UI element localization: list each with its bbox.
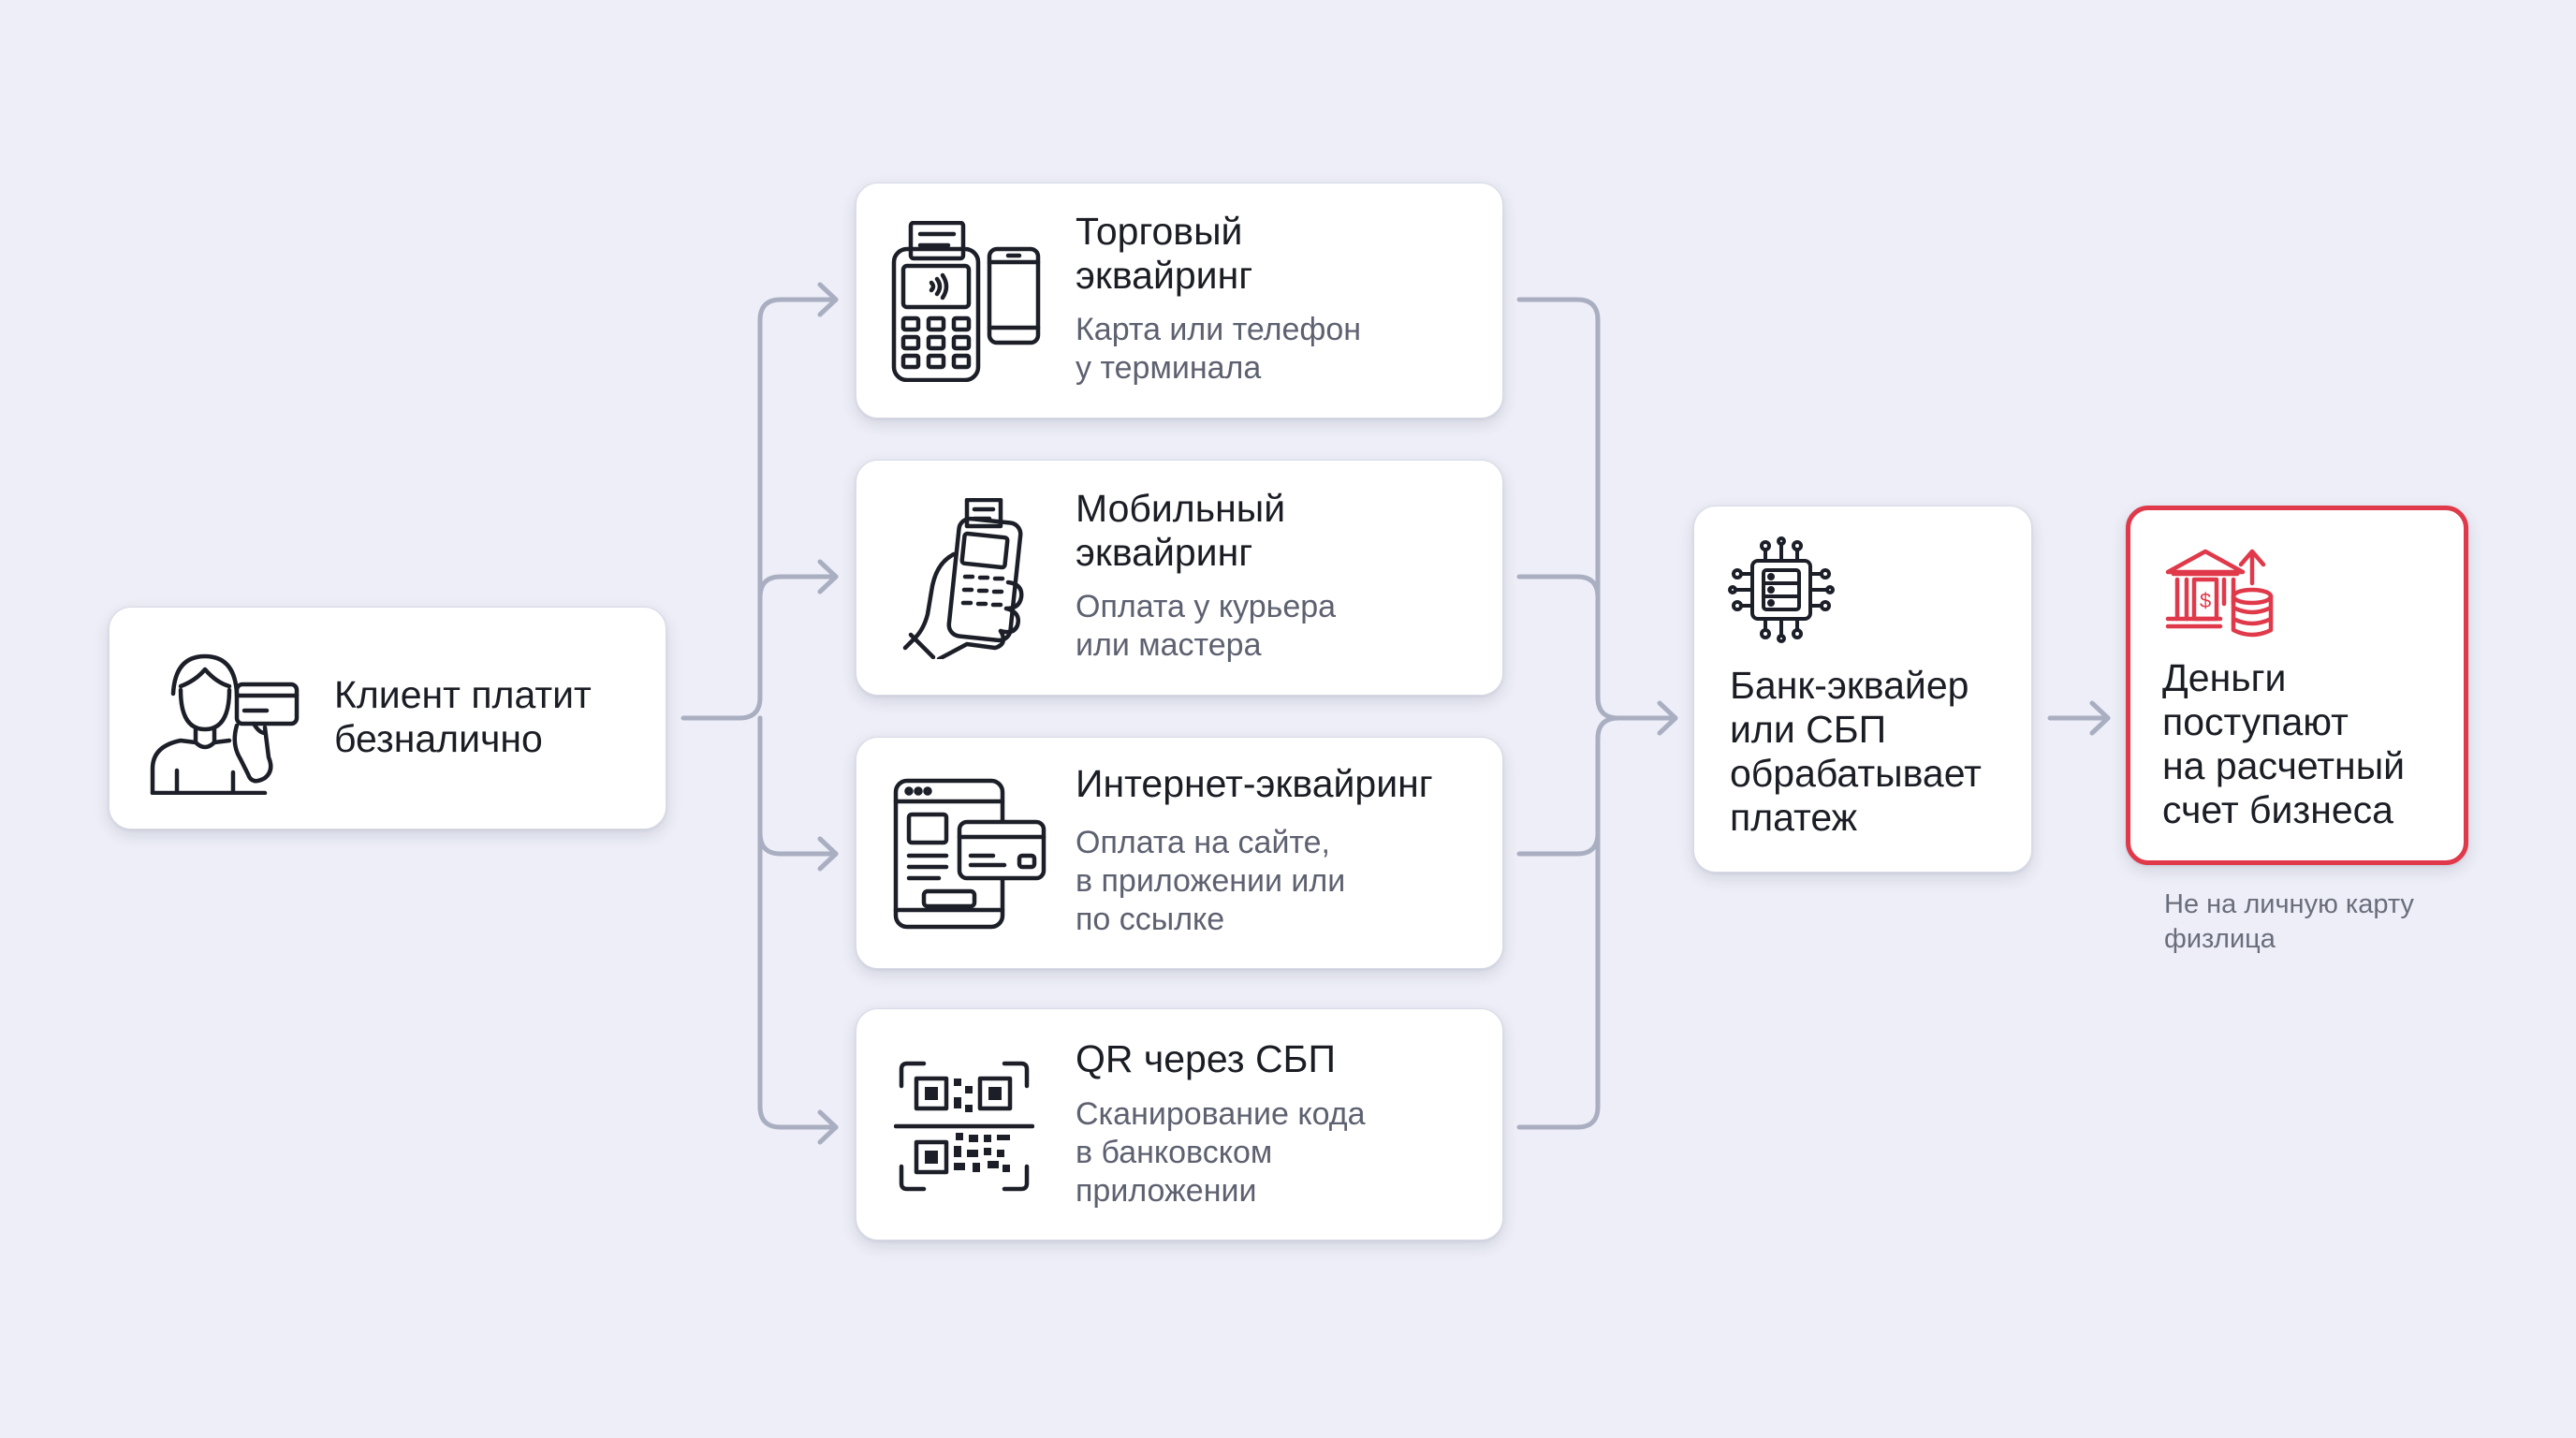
browser-card-icon <box>893 778 1046 930</box>
bank-coins-icon: $ <box>2165 549 2274 638</box>
hand-mobile-terminal-icon <box>902 498 1024 659</box>
client-label: Клиент платит безналично <box>334 673 592 760</box>
result-note: Не на личную карту физлица <box>2164 889 2414 954</box>
processor-chip-icon <box>1728 536 1835 643</box>
result-label: Деньги поступают на расчетный счет бизне… <box>2162 656 2406 831</box>
person-card-icon <box>150 653 300 795</box>
method-title: Интернет-эквайринг <box>1076 762 1433 805</box>
bank-acquirer-card: Банк-эквайер или СБП обрабатывает платеж <box>1693 506 2032 873</box>
client-card: Клиент платит безналично <box>109 607 666 829</box>
method-subtitle: Оплата на сайте, в приложении или по ссы… <box>1076 825 1346 937</box>
method-title: Торговый эквайринг <box>1076 210 1253 297</box>
method-card-qr-sbp: QR через СБП Сканирование кода в банковс… <box>856 1008 1503 1240</box>
svg-text:$: $ <box>2200 589 2211 612</box>
result-card: $ Деньги поступают на расчетный счет биз… <box>2126 506 2468 865</box>
method-card-trade-acquiring: Торговый эквайринг Карта или телефон у т… <box>856 183 1503 418</box>
bank-label: Банк-эквайер или СБП обрабатывает платеж <box>1730 664 1982 839</box>
pos-terminal-phone-icon <box>891 221 1041 382</box>
method-subtitle: Оплата у курьера или мастера <box>1076 589 1337 663</box>
qr-code-icon <box>894 1061 1034 1192</box>
method-title: Мобильный эквайринг <box>1076 487 1286 574</box>
method-card-internet-acquiring: Интернет-эквайринг Оплата на сайте, в пр… <box>856 737 1503 969</box>
method-subtitle: Карта или телефон у терминала <box>1076 312 1362 386</box>
method-subtitle: Сканирование кода в банковском приложени… <box>1076 1096 1366 1209</box>
method-card-mobile-acquiring: Мобильный эквайринг Оплата у курьера или… <box>856 460 1503 696</box>
method-title: QR через СБП <box>1076 1037 1336 1080</box>
